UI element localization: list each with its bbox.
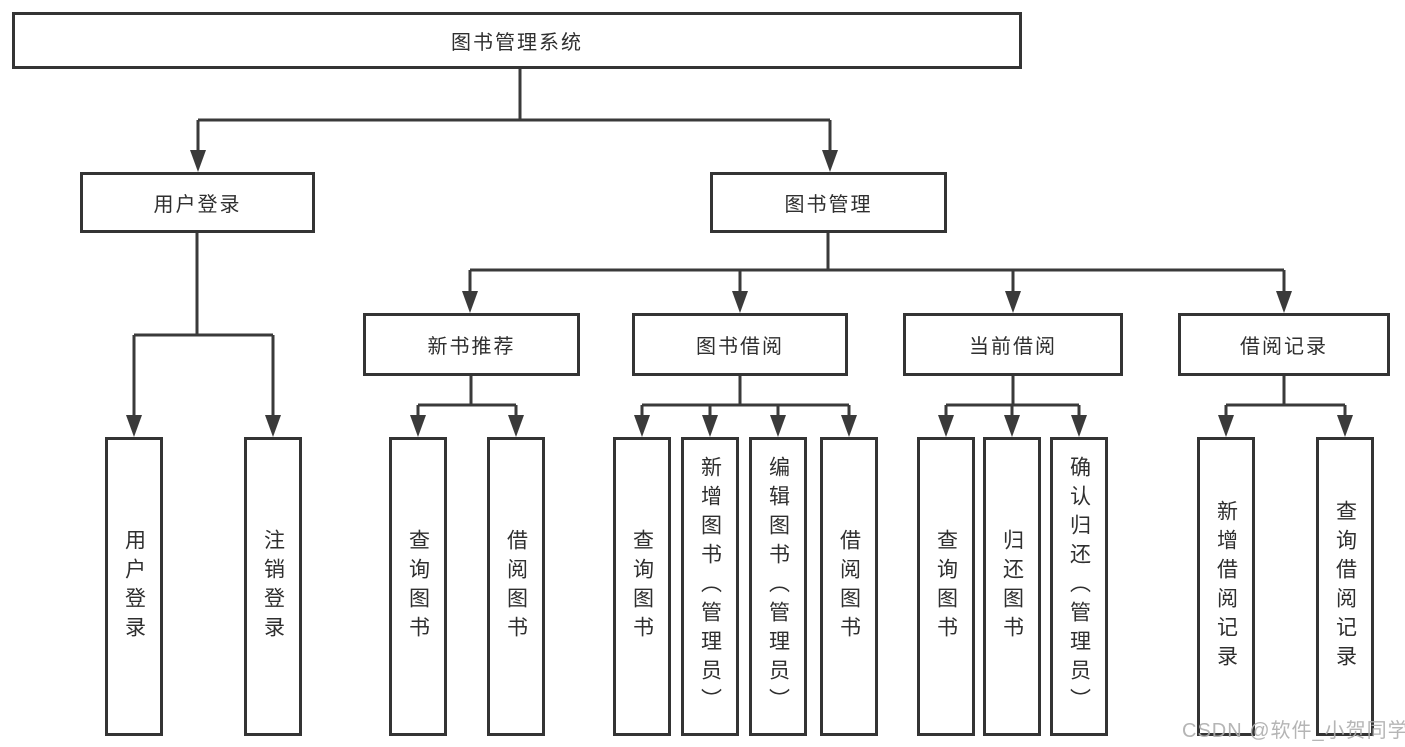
- leaf-label: 新增图书（管理员）: [698, 456, 722, 717]
- leaf-query-books-recommend: 查询图书: [389, 437, 447, 736]
- leaf-label: 注销登录: [261, 528, 285, 645]
- leaf-logout-login: 注销登录: [244, 437, 302, 736]
- node-current-borrowing: 当前借阅: [903, 313, 1123, 376]
- leaf-edit-books-admin: 编辑图书（管理员）: [749, 437, 807, 736]
- leaf-label: 借阅图书: [837, 528, 861, 645]
- leaf-label: 查询借阅记录: [1333, 499, 1357, 674]
- node-label: 借阅记录: [1240, 336, 1328, 358]
- node-new-book-recommendation: 新书推荐: [363, 313, 580, 376]
- leaf-label: 新增借阅记录: [1214, 499, 1238, 674]
- node-borrowing-records: 借阅记录: [1178, 313, 1390, 376]
- leaf-add-books-admin: 新增图书（管理员）: [681, 437, 739, 736]
- leaf-add-borrow-record: 新增借阅记录: [1197, 437, 1255, 736]
- leaf-borrow-books-recommend: 借阅图书: [487, 437, 545, 736]
- leaf-return-books: 归还图书: [983, 437, 1041, 736]
- node-library-management-system: 图书管理系统: [12, 12, 1022, 69]
- leaf-query-borrow-record: 查询借阅记录: [1316, 437, 1374, 736]
- node-book-borrowing: 图书借阅: [632, 313, 848, 376]
- node-label: 图书管理: [784, 194, 873, 216]
- leaf-borrow-books: 借阅图书: [820, 437, 878, 736]
- node-book-management: 图书管理: [710, 172, 947, 233]
- leaf-label: 查询图书: [406, 528, 430, 645]
- leaf-confirm-return-admin: 确认归还（管理员）: [1050, 437, 1108, 736]
- leaf-label: 确认归还（管理员）: [1067, 456, 1091, 717]
- node-label: 用户登录: [153, 194, 242, 216]
- leaf-user-login: 用户登录: [105, 437, 163, 736]
- node-label: 图书管理系统: [451, 32, 583, 54]
- leaf-label: 查询图书: [630, 528, 654, 645]
- leaf-label: 用户登录: [122, 528, 146, 645]
- node-label: 新书推荐: [427, 336, 516, 358]
- csdn-watermark: CSDN @软件_小贺同学: [1182, 720, 1405, 742]
- node-label: 当前借阅: [969, 336, 1057, 358]
- leaf-label: 归还图书: [1000, 528, 1024, 645]
- node-user-login: 用户登录: [80, 172, 315, 233]
- leaf-query-books-current: 查询图书: [917, 437, 975, 736]
- leaf-query-books-borrow: 查询图书: [613, 437, 671, 736]
- leaf-label: 查询图书: [934, 528, 958, 645]
- leaf-label: 借阅图书: [504, 528, 528, 645]
- node-label: 图书借阅: [696, 336, 784, 358]
- leaf-label: 编辑图书（管理员）: [766, 456, 790, 717]
